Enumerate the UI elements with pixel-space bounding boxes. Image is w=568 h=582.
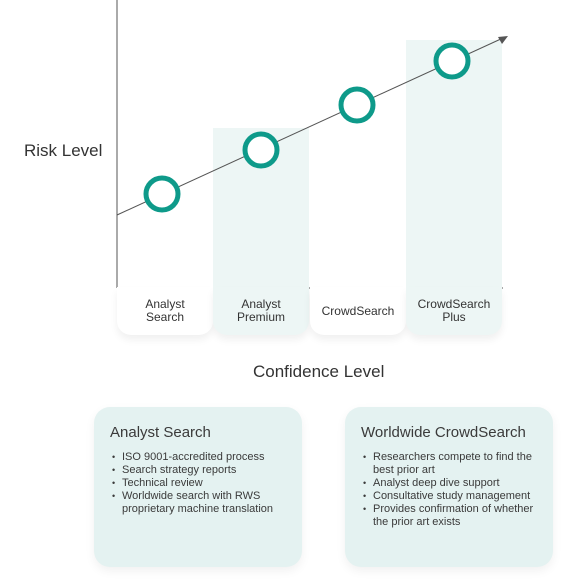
- marker-analyst-premium: [242, 131, 280, 169]
- list-item: Researchers compete to find the best pri…: [361, 451, 539, 477]
- y-axis-label: Risk Level: [24, 141, 103, 160]
- tier-analyst-search: Analyst Search: [117, 287, 213, 335]
- tier-crowdsearch: CrowdSearch: [310, 287, 406, 335]
- card-analyst-search: Analyst Search ISO 9001-accredited proce…: [94, 407, 302, 567]
- card-title: Analyst Search: [110, 424, 211, 441]
- tier-crowdsearch-plus: CrowdSearch Plus: [406, 287, 502, 335]
- marker-crowdsearch: [338, 86, 376, 124]
- marker-analyst-search: [143, 175, 181, 213]
- column-background-crowdsearch-plus: [406, 40, 502, 288]
- card-feature-list: ISO 9001-accredited process Search strat…: [110, 451, 288, 516]
- list-item: Technical review: [110, 477, 288, 490]
- x-axis-label: Confidence Level: [253, 362, 385, 381]
- card-title: Worldwide CrowdSearch: [361, 424, 526, 441]
- list-item: ISO 9001-accredited process: [110, 451, 288, 464]
- tier-analyst-premium: Analyst Premium: [213, 287, 309, 335]
- list-item: Worldwide search with RWS proprietary ma…: [110, 490, 288, 516]
- list-item: Consultative study management: [361, 490, 539, 503]
- card-feature-list: Researchers compete to find the best pri…: [361, 451, 539, 529]
- card-worldwide-crowdsearch: Worldwide CrowdSearch Researchers compet…: [345, 407, 553, 567]
- list-item: Analyst deep dive support: [361, 477, 539, 490]
- list-item: Search strategy reports: [110, 464, 288, 477]
- trend-arrowhead: [498, 36, 508, 44]
- marker-crowdsearch-plus: [433, 42, 471, 80]
- list-item: Provides confirmation of whether the pri…: [361, 503, 539, 529]
